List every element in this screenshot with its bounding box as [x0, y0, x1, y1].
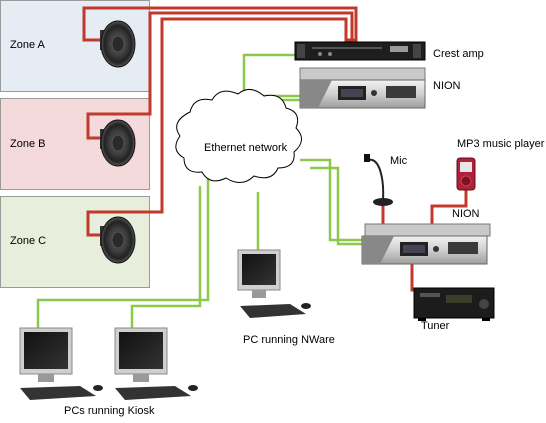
tuner-label: Tuner	[421, 320, 450, 332]
zone-a-label: Zone A	[10, 39, 45, 51]
microphone-icon	[364, 154, 393, 206]
ethernet-cloud-icon	[175, 89, 302, 183]
crest-amp-icon	[294, 41, 426, 61]
pc-kiosk-2-icon	[114, 327, 198, 400]
mp3-player-icon	[456, 157, 476, 191]
zone-b-label: Zone B	[10, 138, 46, 150]
pcs-kiosk-label: PCs running Kiosk	[64, 405, 155, 417]
pc-kiosk-1-icon	[19, 327, 103, 400]
mp3-label: MP3 music player	[457, 138, 545, 150]
nion-bottom-icon	[361, 223, 491, 265]
pc-nware-icon	[237, 249, 311, 318]
nion-top-label: NION	[433, 80, 461, 92]
nion-bottom-label: NION	[452, 208, 480, 220]
mic-label: Mic	[390, 155, 408, 167]
ethernet-label: Ethernet network	[204, 142, 288, 154]
crest-amp-label: Crest amp	[433, 48, 484, 60]
zone-c-label: Zone C	[10, 235, 47, 247]
pc-nware-label: PC running NWare	[243, 334, 335, 346]
nion-top-icon	[299, 67, 426, 109]
speaker-zone-c-icon	[100, 216, 136, 264]
speaker-zone-b-icon	[100, 119, 136, 167]
speaker-zone-a-icon	[100, 20, 136, 68]
tuner-icon	[413, 287, 495, 321]
